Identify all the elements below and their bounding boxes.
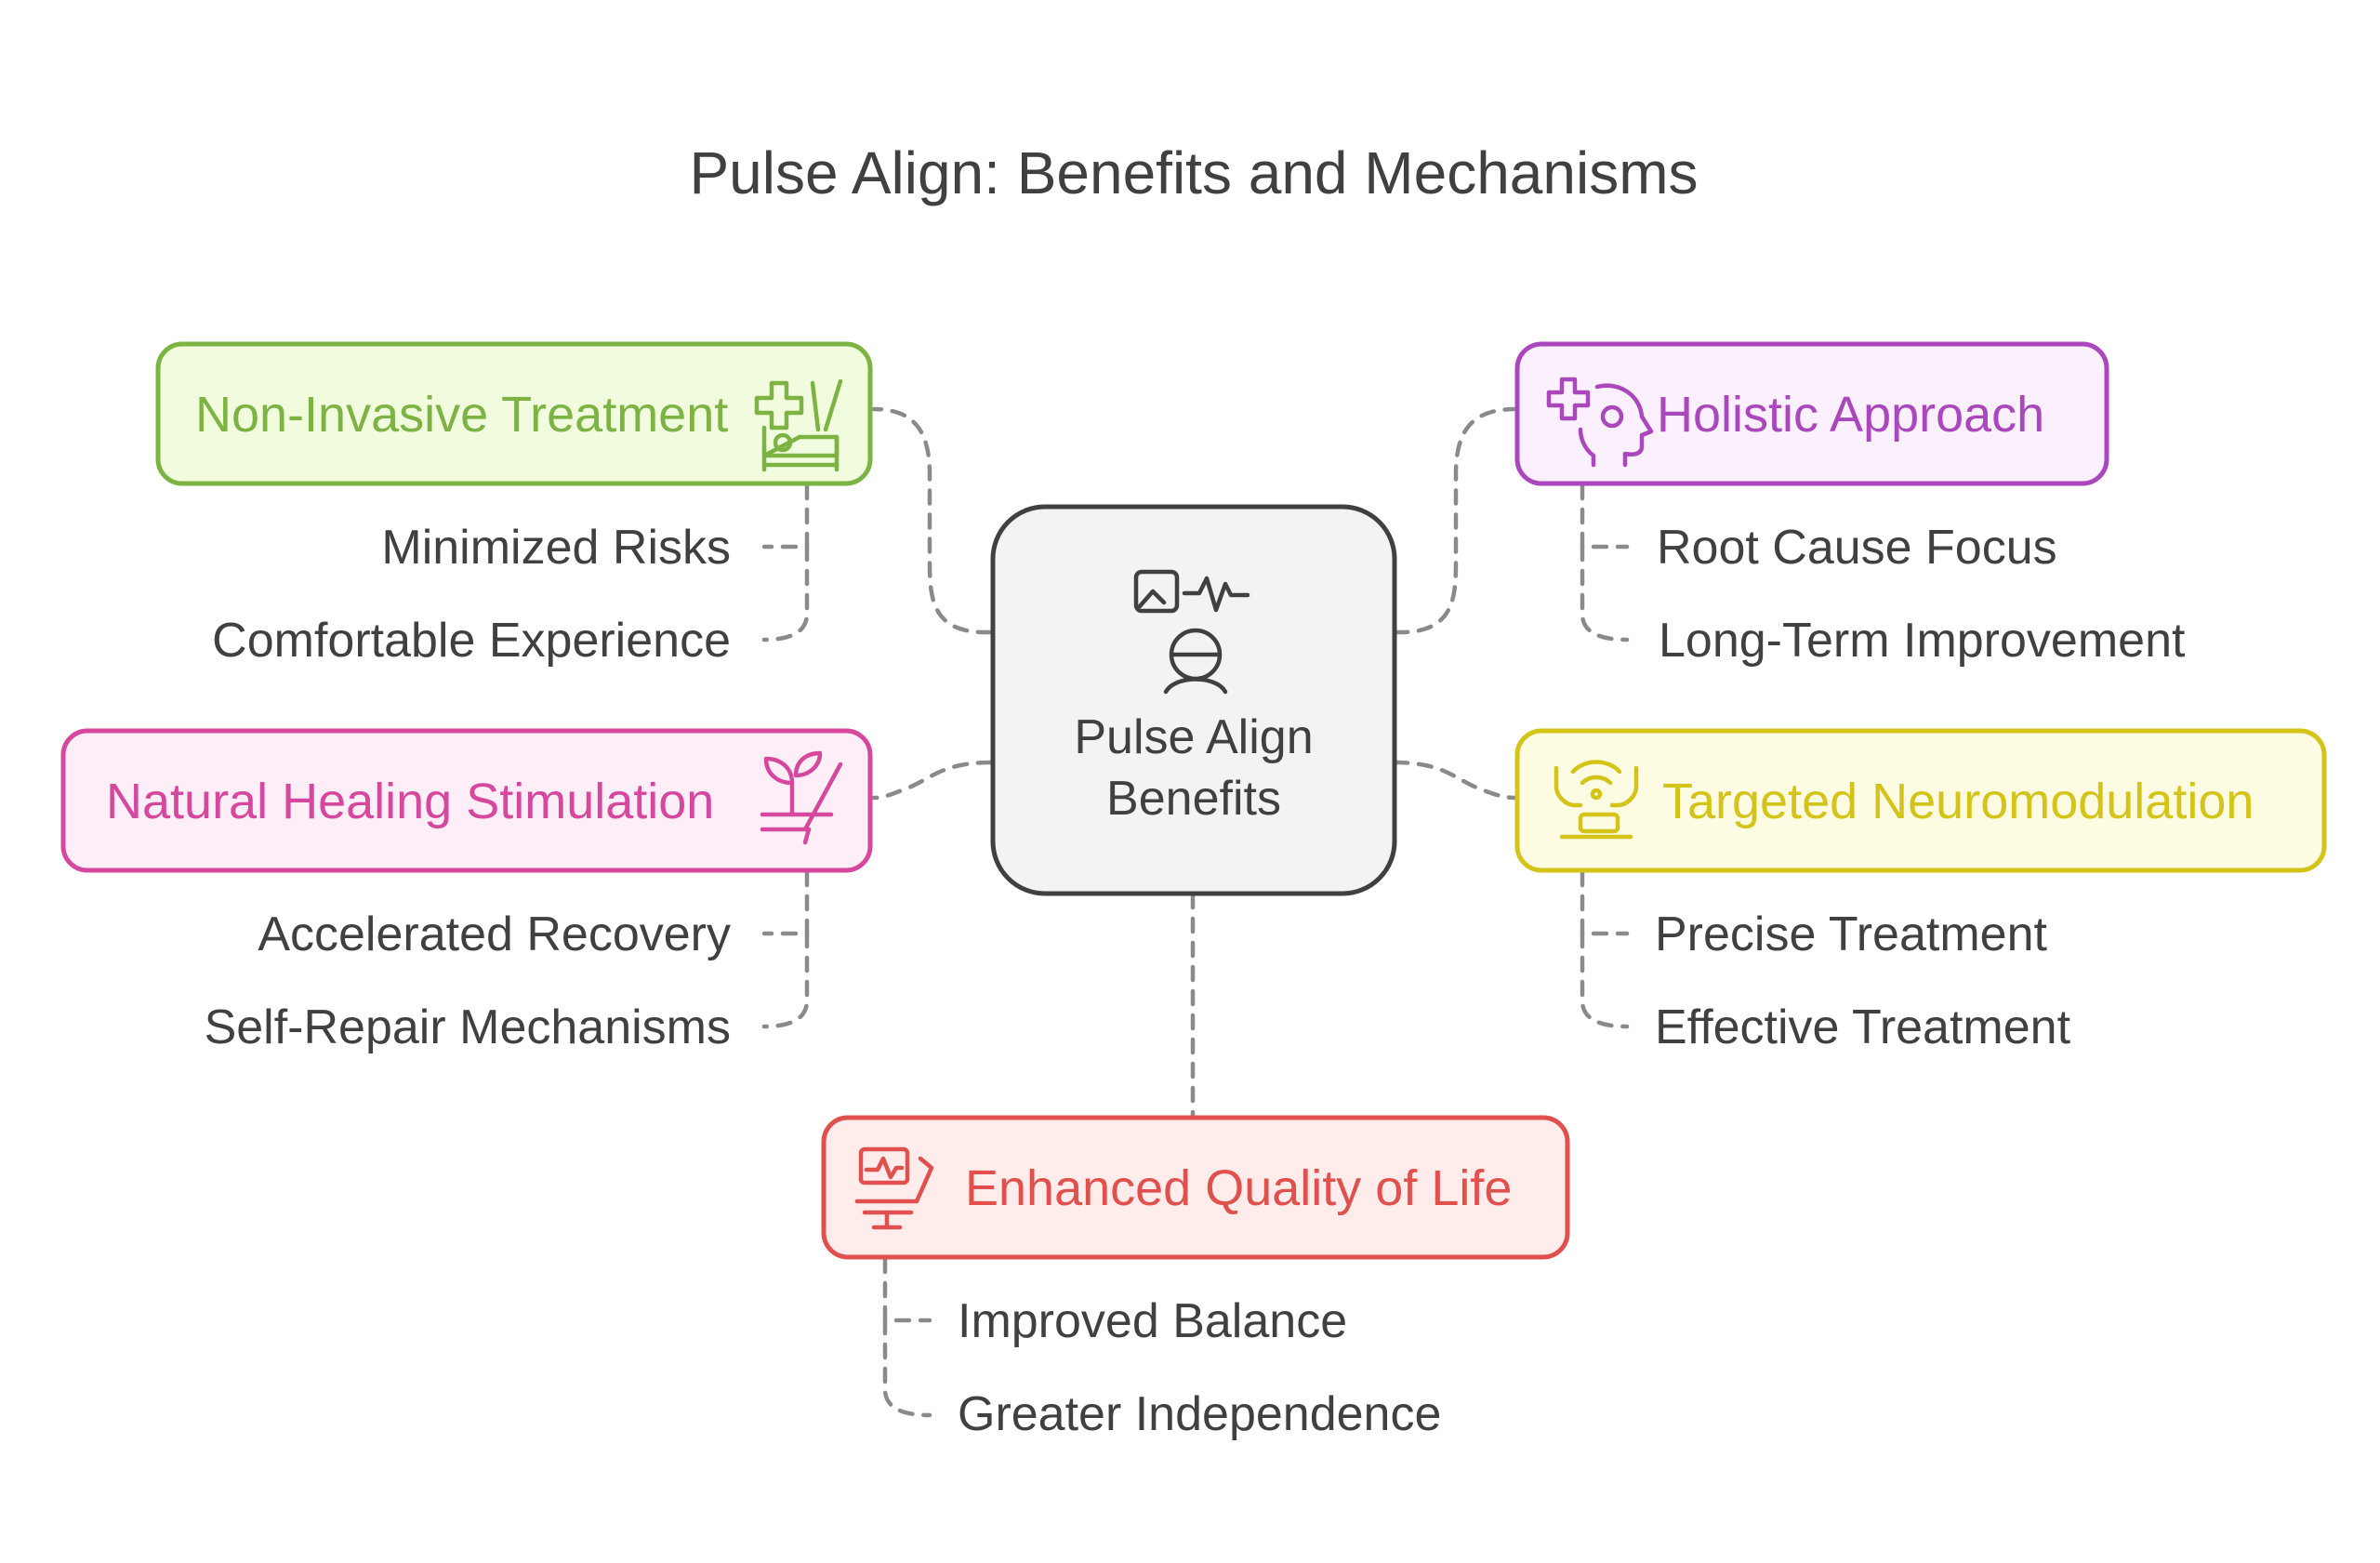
subitem-effective-treatment: Effective Treatment — [1655, 1000, 2071, 1054]
node-box — [1514, 341, 2109, 486]
node-box — [1514, 728, 2327, 873]
node-label: Targeted Neuromodulation — [1662, 774, 2254, 829]
connector-holistic — [1392, 406, 1518, 635]
node-non-invasive-treatment[interactable]: Non-Invasive Treatment — [155, 341, 873, 486]
node-targeted-neuromodulation[interactable]: Targeted Neuromodulation — [1514, 728, 2327, 873]
subitem-root-cause-focus: Root Cause Focus — [1657, 521, 2057, 575]
subitem-precise-treatment: Precise Treatment — [1655, 907, 2047, 961]
subitem-comfortable-experience: Comfortable Experience — [212, 614, 731, 668]
connector-minimized-risks — [761, 483, 810, 550]
node-box — [60, 728, 873, 873]
center-node-box — [990, 504, 1397, 896]
node-natural-healing-stimulation[interactable]: Natural Healing Stimulation — [60, 728, 873, 873]
connector-non-invasive — [871, 406, 994, 635]
subitem-self-repair-mechanisms: Self-Repair Mechanisms — [205, 1000, 731, 1054]
connector-targeted — [1392, 760, 1518, 801]
connector-root-cause — [1580, 483, 1630, 550]
connector-improved-balance — [882, 1256, 932, 1323]
connector-effective — [1580, 931, 1630, 1029]
node-label: Enhanced Quality of Life — [965, 1160, 1512, 1216]
subitem-accelerated-recovery: Accelerated Recovery — [258, 907, 731, 961]
connector-self-repair — [761, 931, 810, 1029]
sprout-hand-icon — [760, 750, 843, 845]
patient-monitor-icon — [1133, 569, 1250, 695]
diagram-title: Pulse Align: Benefits and Mechanisms — [689, 139, 1698, 206]
node-box — [821, 1115, 1570, 1260]
center-label-line1: Pulse Align — [1074, 710, 1313, 764]
node-label: Holistic Approach — [1657, 387, 2044, 443]
medical-chair-icon — [854, 1146, 934, 1230]
node-holistic-approach[interactable]: Holistic Approach — [1514, 341, 2109, 486]
connector-accelerated-recovery — [761, 869, 810, 936]
signal-device-icon — [1554, 760, 1639, 840]
head-health-icon — [1546, 377, 1654, 468]
node-box — [155, 341, 873, 486]
connector-long-term — [1580, 544, 1630, 642]
connectors — [761, 406, 1630, 1418]
center-label-line2: Benefits — [1106, 772, 1281, 826]
subitem-greater-independence: Greater Independence — [958, 1387, 1441, 1441]
connector-precise — [1580, 869, 1630, 936]
node-enhanced-quality-of-life[interactable]: Enhanced Quality of Life — [821, 1115, 1570, 1260]
treatment-bed-icon — [754, 378, 843, 472]
subitem-long-term-improvement: Long-Term Improvement — [1659, 614, 2186, 668]
center-node[interactable]: Pulse Align Benefits — [990, 504, 1397, 896]
connector-greater-independence — [882, 1318, 932, 1418]
connector-natural-healing — [871, 760, 994, 801]
subitem-improved-balance: Improved Balance — [958, 1294, 1347, 1348]
node-label: Natural Healing Stimulation — [106, 774, 714, 829]
subitem-minimized-risks: Minimized Risks — [381, 521, 731, 575]
node-label: Non-Invasive Treatment — [195, 387, 728, 443]
connector-comfortable-experience — [761, 544, 810, 642]
